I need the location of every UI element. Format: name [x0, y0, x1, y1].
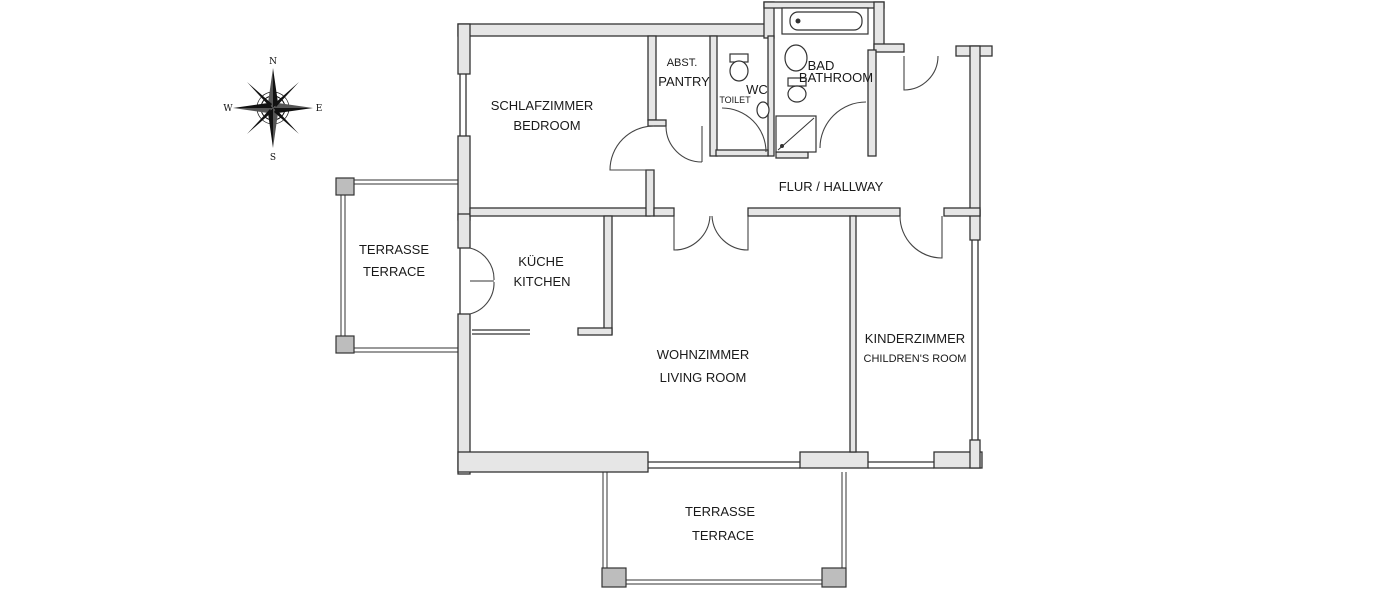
pantry: ABST. PANTRY	[658, 57, 710, 89]
bedroom-label-en: BEDROOM	[513, 118, 580, 133]
terrace-west	[335, 177, 458, 354]
hallway-label: FLUR / HALLWAY	[779, 179, 884, 194]
living-room: WOHNZIMMER LIVING ROOM	[657, 347, 749, 385]
compass-west-label: W	[223, 104, 233, 114]
pantry-label-de: ABST.	[667, 57, 698, 69]
compass-east-label: E	[316, 104, 323, 114]
terrace-west-label-en: TERRACE	[363, 264, 425, 279]
terrace-west-labels: TERRASSE TERRACE	[359, 242, 429, 279]
compass-north-label: N	[269, 57, 277, 67]
hallway: FLUR / HALLWAY	[779, 179, 884, 194]
terrace-south	[601, 472, 847, 588]
terrace-south-label-de: TERRASSE	[685, 504, 755, 519]
wc-label-en: TOILET	[719, 95, 751, 105]
wc-washbasin	[756, 101, 770, 119]
compass-rose: N S W E	[223, 57, 322, 163]
terrace-south-labels: TERRASSE TERRACE	[685, 504, 755, 543]
shower	[775, 115, 817, 153]
bedroom-label-de: SCHLAFZIMMER	[491, 98, 594, 113]
terrace-west-label-de: TERRASSE	[359, 242, 429, 257]
bathroom: BAD BATHROOM	[799, 58, 873, 85]
wc-toilet	[729, 53, 749, 82]
exterior-walls	[457, 1, 993, 475]
kitchen: KÜCHE KITCHEN	[513, 254, 570, 289]
bedroom: SCHLAFZIMMER BEDROOM	[491, 98, 594, 133]
wc: WC TOILET	[719, 82, 768, 105]
door-swings	[469, 55, 943, 315]
interior-walls	[469, 35, 981, 453]
bathroom-toilet	[787, 77, 807, 103]
pantry-label-en: PANTRY	[658, 74, 710, 89]
terrace-south-label-en: TERRACE	[692, 528, 754, 543]
bathroom-label-en: BATHROOM	[799, 70, 873, 85]
kitchen-label-de: KÜCHE	[518, 254, 564, 269]
bathtub	[781, 7, 869, 35]
bathroom-washbasin	[784, 44, 808, 72]
compass-south-label: S	[270, 153, 276, 163]
childrens-room: KINDERZIMMER CHILDREN'S ROOM	[864, 331, 967, 365]
wc-label-de: WC	[746, 82, 768, 97]
childrens-room-label-en: CHILDREN'S ROOM	[864, 353, 967, 365]
kitchen-label-en: KITCHEN	[513, 274, 570, 289]
living-room-label-en: LIVING ROOM	[660, 370, 747, 385]
childrens-room-label-de: KINDERZIMMER	[865, 331, 965, 346]
living-room-label-de: WOHNZIMMER	[657, 347, 749, 362]
bathroom-label-de: BAD	[808, 58, 835, 73]
